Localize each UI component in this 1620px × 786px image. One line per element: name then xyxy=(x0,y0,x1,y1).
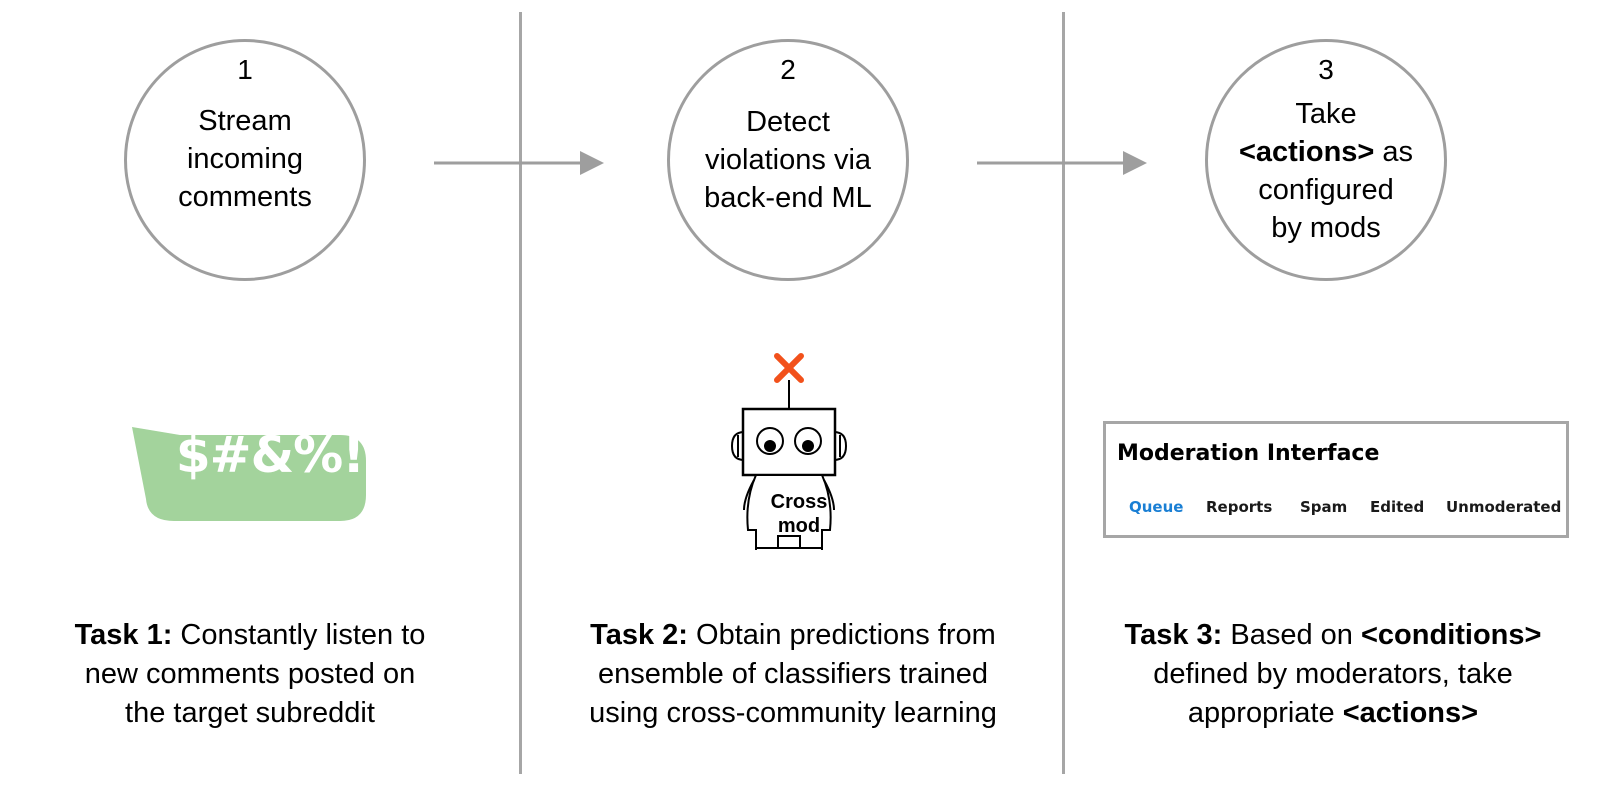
step-number: 3 xyxy=(1318,54,1334,85)
task-1-description: Task 1: Constantly listen to new comment… xyxy=(0,616,500,733)
step-title: Stream incoming comments xyxy=(127,102,363,216)
task-line: Task 1: Constantly listen to xyxy=(0,616,500,655)
step-title-line: configured xyxy=(1258,174,1394,206)
task-text: Based on xyxy=(1222,619,1361,651)
task-line: the target subreddit xyxy=(125,697,375,729)
step-title-line: <actions> as xyxy=(1208,133,1444,171)
divider-2 xyxy=(1062,12,1065,774)
robot-label-line: Cross xyxy=(770,491,828,513)
task-text: Constantly listen to xyxy=(172,619,426,651)
task-label: Task 3: xyxy=(1124,619,1223,651)
step-2-circle: 2 Detect violations via back-end ML xyxy=(667,39,909,281)
arrow-right-icon xyxy=(977,151,1147,175)
task-line: defined by moderators, take xyxy=(1153,658,1513,690)
tab-reports[interactable]: Reports xyxy=(1206,498,1273,516)
step-title-line: violations via xyxy=(704,144,872,176)
task-line: new comments posted on xyxy=(84,658,416,690)
step-title-line: Stream xyxy=(198,105,292,137)
step-number: 2 xyxy=(780,54,796,85)
task-label: Task 1: xyxy=(74,619,173,651)
robot-icon xyxy=(730,353,848,550)
task-line: appropriate <actions> xyxy=(1083,694,1583,733)
moderation-title: Moderation Interface xyxy=(1117,441,1380,466)
step-title: Take <actions> as configured by mods xyxy=(1208,95,1444,247)
step-title-line: Detect xyxy=(746,106,830,138)
tab-queue[interactable]: Queue xyxy=(1129,498,1184,516)
task-label: Task 2: xyxy=(590,619,688,651)
profanity-text: $#&%! xyxy=(175,426,365,484)
step-title-line: by mods xyxy=(1271,212,1381,244)
step-title-text: as xyxy=(1374,136,1414,168)
task-line: Task 2: Obtain predictions from xyxy=(543,616,1043,655)
tab-unmoderated[interactable]: Unmoderated xyxy=(1446,498,1562,516)
divider-1 xyxy=(519,12,522,774)
step-title-line: incoming xyxy=(186,143,304,175)
task-line: ensemble of classifiers trained xyxy=(597,658,989,690)
task-line: using cross-community learning xyxy=(589,697,997,729)
step-3-circle: 3 Take <actions> as configured by mods xyxy=(1205,39,1447,281)
step-title: Detect violations via back-end ML xyxy=(670,103,906,217)
tab-spam[interactable]: Spam xyxy=(1300,498,1348,516)
step-title-line: back-end ML xyxy=(704,182,872,214)
actions-keyword: <actions> xyxy=(1238,136,1375,168)
task-text: Obtain predictions from xyxy=(687,619,996,651)
step-title-line: Take xyxy=(1295,98,1357,130)
step-1-circle: 1 Stream incoming comments xyxy=(124,39,366,281)
step-title-line: comments xyxy=(178,181,312,213)
robot-label: Cross mod xyxy=(764,490,834,538)
actions-keyword: <actions> xyxy=(1342,697,1479,729)
task-line: Task 3: Based on <conditions> xyxy=(1083,616,1583,655)
speech-bubble-icon xyxy=(132,427,366,521)
robot-label-line: mod xyxy=(777,515,821,537)
task-2-description: Task 2: Obtain predictions from ensemble… xyxy=(543,616,1043,733)
task-3-description: Task 3: Based on <conditions> defined by… xyxy=(1083,616,1583,733)
tab-edited[interactable]: Edited xyxy=(1370,498,1425,516)
conditions-keyword: <conditions> xyxy=(1360,619,1542,651)
moderation-panel: Moderation Interface Queue Reports Spam … xyxy=(1103,421,1569,538)
step-number: 1 xyxy=(237,54,253,85)
task-text: appropriate xyxy=(1187,697,1343,729)
arrow-right-icon xyxy=(434,151,604,175)
